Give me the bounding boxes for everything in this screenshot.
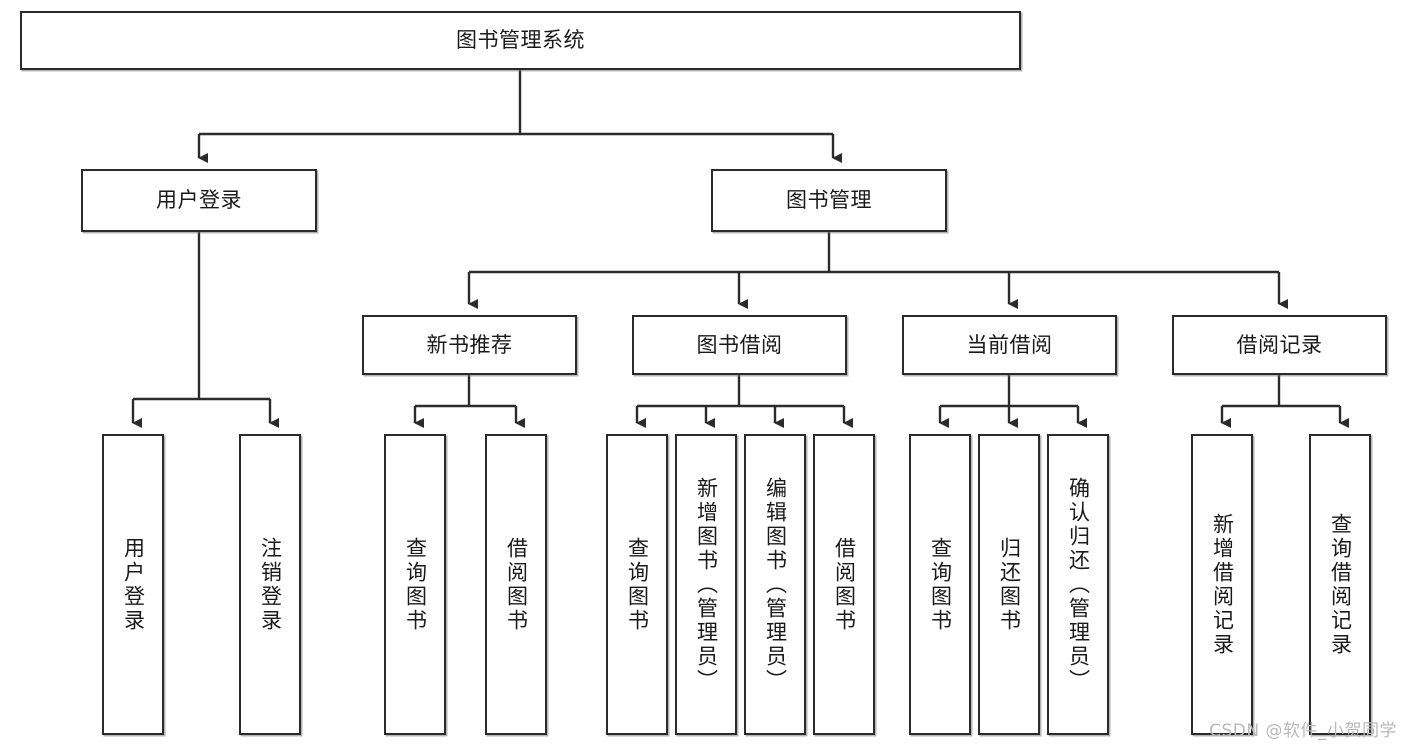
node-label: 归还图书 bbox=[997, 536, 1022, 633]
leaf-user-login[interactable]: 用户登录 bbox=[102, 434, 164, 735]
node-label: 查询图书 bbox=[928, 536, 953, 633]
node-label: 编辑图书（管理员） bbox=[763, 476, 788, 693]
leaf-return-book[interactable]: 归还图书 bbox=[978, 434, 1040, 735]
node-label: 图书借阅 bbox=[696, 332, 783, 357]
node-label: 查询图书 bbox=[403, 536, 428, 633]
node-label: 确认归还（管理员） bbox=[1066, 476, 1091, 693]
leaf-add-borrow-record[interactable]: 新增借阅记录 bbox=[1191, 434, 1253, 735]
node-label: 借阅记录 bbox=[1236, 332, 1323, 357]
leaf-confirm-return-admin[interactable]: 确认归还（管理员） bbox=[1047, 434, 1109, 735]
node-label: 当前借阅 bbox=[966, 332, 1053, 357]
node-book-borrow[interactable]: 图书借阅 bbox=[632, 315, 847, 375]
node-label: 新书推荐 bbox=[426, 332, 513, 357]
node-label: 新增借阅记录 bbox=[1210, 512, 1235, 657]
node-label: 新增图书（管理员） bbox=[694, 476, 719, 693]
node-root-book-management-system[interactable]: 图书管理系统 bbox=[20, 11, 1021, 70]
leaf-logout-login[interactable]: 注销登录 bbox=[239, 434, 301, 735]
node-label: 图书管理系统 bbox=[456, 28, 585, 53]
leaf-query-book-borrow[interactable]: 查询图书 bbox=[606, 434, 668, 735]
node-new-book-recommend[interactable]: 新书推荐 bbox=[362, 315, 577, 375]
node-book-management[interactable]: 图书管理 bbox=[711, 169, 947, 232]
node-user-login[interactable]: 用户登录 bbox=[81, 169, 317, 232]
node-label: 注销登录 bbox=[258, 536, 283, 633]
node-borrow-record[interactable]: 借阅记录 bbox=[1172, 315, 1387, 375]
leaf-edit-book-admin[interactable]: 编辑图书（管理员） bbox=[744, 434, 806, 735]
node-label: 借阅图书 bbox=[504, 536, 529, 633]
node-label: 图书管理 bbox=[786, 188, 872, 213]
node-label: 用户登录 bbox=[121, 536, 146, 633]
node-label: 用户登录 bbox=[156, 188, 242, 213]
leaf-borrow-book-newbook[interactable]: 借阅图书 bbox=[485, 434, 547, 735]
node-current-borrow[interactable]: 当前借阅 bbox=[902, 315, 1117, 375]
node-label: 借阅图书 bbox=[832, 536, 857, 633]
node-label: 查询图书 bbox=[625, 536, 650, 633]
node-label: 查询借阅记录 bbox=[1328, 512, 1353, 657]
leaf-query-book-newbook[interactable]: 查询图书 bbox=[384, 434, 446, 735]
leaf-query-borrow-record[interactable]: 查询借阅记录 bbox=[1309, 434, 1371, 735]
leaf-add-book-admin[interactable]: 新增图书（管理员） bbox=[675, 434, 737, 735]
leaf-query-book-current[interactable]: 查询图书 bbox=[909, 434, 971, 735]
leaf-borrow-book[interactable]: 借阅图书 bbox=[813, 434, 875, 735]
